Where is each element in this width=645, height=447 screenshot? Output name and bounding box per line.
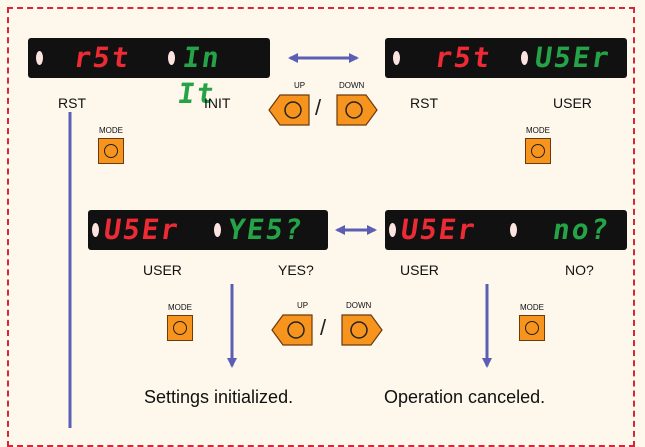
mode-button-body [525, 138, 551, 164]
mode-caption: MODE [526, 126, 550, 135]
label-user: USER [400, 262, 439, 278]
down-caption: DOWN [339, 81, 365, 90]
display-right-segment: In It [175, 41, 224, 110]
display-rst-user: r5t U5Er [385, 38, 627, 78]
indicator-dot [36, 51, 43, 65]
display-left-segment: U5Er [101, 213, 182, 246]
button-ring-icon [531, 144, 545, 158]
display-right-segment: U5Er [532, 41, 613, 74]
mode-button-body [519, 315, 545, 341]
label-no: NO? [565, 262, 594, 278]
button-ring-icon [104, 144, 118, 158]
mode-button-body [167, 315, 193, 341]
button-ring-icon [525, 321, 539, 335]
result-operation-canceled: Operation canceled. [384, 387, 546, 407]
up-caption: UP [297, 301, 309, 310]
display-user-yes: U5Er YE5? [88, 210, 328, 250]
mode-button[interactable]: MODE [515, 303, 549, 347]
indicator-dot [168, 51, 175, 65]
indicator-dot [92, 223, 99, 237]
indicator-dot [510, 223, 517, 237]
down-button[interactable] [335, 93, 379, 127]
display-left-segment: r5t [432, 41, 494, 74]
up-button[interactable] [270, 313, 314, 347]
up-down-buttons-middle: UP DOWN / [268, 301, 388, 349]
display-right-segment: YE5? [225, 213, 306, 246]
mode-button[interactable]: MODE [163, 303, 197, 347]
mode-button[interactable]: MODE [521, 126, 555, 170]
label-rst: RST [58, 95, 86, 111]
label-user: USER [143, 262, 182, 278]
separator-slash: / [315, 95, 322, 120]
display-left-segment: U5Er [398, 213, 479, 246]
down-button[interactable] [340, 313, 384, 347]
mode-caption: MODE [520, 303, 544, 312]
result-settings-initialized: Settings initialized. [144, 387, 294, 407]
button-ring-icon [173, 321, 187, 335]
separator-slash: / [320, 315, 327, 340]
label-init: INIT [204, 95, 231, 111]
up-down-buttons-top: UP DOWN / [265, 81, 385, 129]
indicator-dot [214, 223, 221, 237]
down-caption: DOWN [346, 301, 372, 310]
mode-caption: MODE [168, 303, 192, 312]
mode-button-body [98, 138, 124, 164]
label-rst: RST [410, 95, 438, 111]
up-button[interactable] [267, 93, 311, 127]
display-left-segment: r5t [71, 41, 133, 74]
label-user: USER [553, 95, 592, 111]
label-yes: YES? [278, 262, 314, 278]
display-rst-init: r5t In It [28, 38, 270, 110]
indicator-dot [389, 223, 396, 237]
display-user-no: U5Er no? [385, 210, 627, 250]
indicator-dot [521, 51, 528, 65]
display-right-segment: no? [550, 213, 612, 246]
flow-arrows [68, 53, 492, 428]
mode-caption: MODE [99, 126, 123, 135]
indicator-dot [393, 51, 400, 65]
mode-button[interactable]: MODE [94, 126, 128, 170]
up-caption: UP [294, 81, 306, 90]
